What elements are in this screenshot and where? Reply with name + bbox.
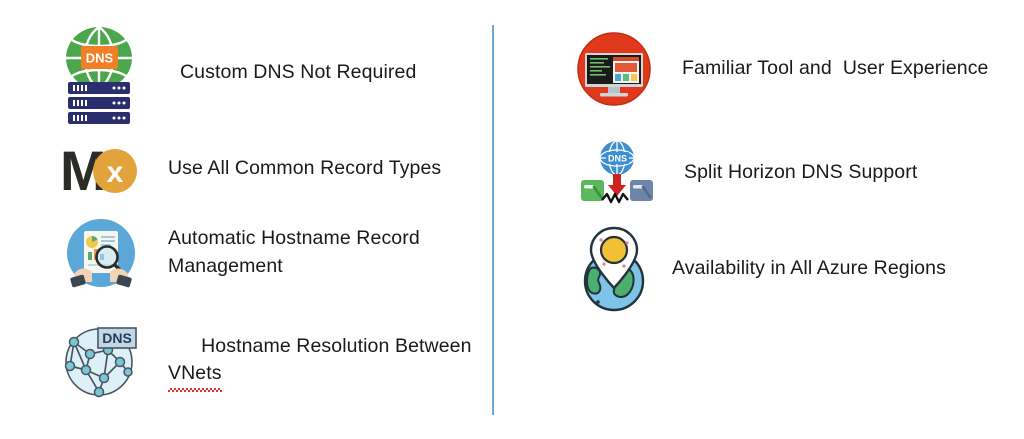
feature-label: Availability in All Azure Regions [672,257,946,280]
network-dns-icon: DNS [60,322,138,398]
mx-record-icon: M x [62,143,142,195]
feature-label: Hostname Resolution Between VNets [168,305,498,416]
svg-text:DNS: DNS [86,51,114,66]
feature-label: Use All Common Record Types [168,157,442,180]
feature-label: Custom DNS Not Required [180,61,417,84]
column-divider [492,25,494,415]
feature-custom-dns[interactable]: DNS Cus [60,22,416,124]
feature-label: Automatic Hostname Record Management [168,227,426,277]
misspelled-word: VNets [168,360,222,392]
monitor-icon [576,31,652,107]
automatic-hostname-icon [66,218,136,288]
feature-record-types[interactable]: M x Use All Common Record Types [62,143,441,195]
feature-label-line1: Hostname Resolution Between [201,334,478,357]
dns-server-icon: DNS [60,22,138,124]
svg-text:x: x [107,156,124,189]
feature-split-horizon[interactable]: DNS Split Horizon DNS Support [580,140,917,206]
feature-familiar-tool[interactable]: Familiar Tool and User Experience [576,31,989,107]
feature-label: Split Horizon DNS Support [684,161,918,184]
split-horizon-icon: DNS [580,140,654,206]
svg-text:DNS: DNS [102,330,132,346]
svg-text:DNS: DNS [608,154,627,164]
feature-automatic-hostname[interactable]: Automatic Hostname Record Management [66,218,478,288]
globe-pin-icon [578,226,650,312]
feature-hostname-resolution[interactable]: DNS Hostname Resolution Between VNets [60,305,498,416]
feature-label: Familiar Tool and User Experience [682,57,989,80]
feature-availability[interactable]: Availability in All Azure Regions [578,226,946,312]
